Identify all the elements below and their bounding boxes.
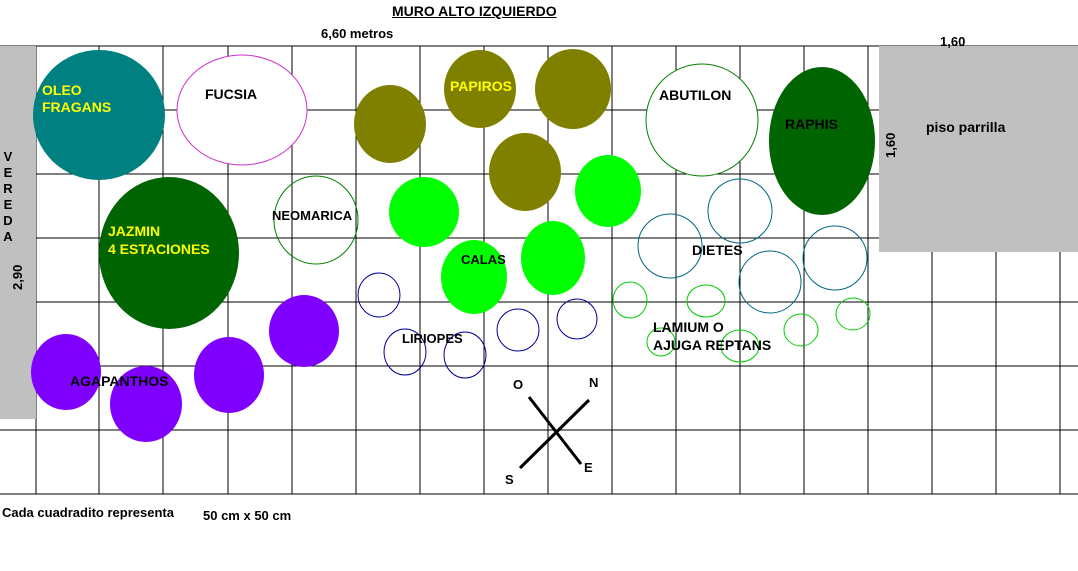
raphis-label: RAPHIS <box>785 116 838 132</box>
lamium-label: LAMIUM O AJUGA REPTANS <box>653 318 771 354</box>
vereda-letter: E <box>3 197 13 212</box>
right-dimension-top: 1,60 <box>940 34 966 49</box>
vereda-label: V E R E D A <box>2 149 14 245</box>
oleo-label-line: FRAGANS <box>42 99 112 115</box>
piso-parrilla-label: piso parrilla <box>926 119 1006 135</box>
page-title: MURO ALTO IZQUIERDO <box>392 3 557 19</box>
oleo-label: OLEO FRAGANS <box>42 82 111 116</box>
dietes-label: DIETES <box>692 242 743 258</box>
neomarica-plant <box>273 175 359 265</box>
papiros-plant <box>354 49 611 211</box>
vereda-letter: R <box>3 181 13 196</box>
raphis-plant <box>769 67 875 215</box>
lamium-plant <box>612 281 871 363</box>
fucsia-plant <box>176 54 308 166</box>
compass-o-label: O <box>513 377 524 392</box>
calas-label: CALAS <box>461 252 506 267</box>
vereda-letter: E <box>3 165 13 180</box>
vereda-strip <box>0 46 36 419</box>
calas-plant <box>389 155 641 314</box>
agapanthos-plant <box>31 295 339 442</box>
vereda-letter: D <box>3 213 13 228</box>
oleo-label-line: OLEO <box>42 82 82 98</box>
vereda-letter: V <box>3 149 13 164</box>
agapanthos-label: AGAPANTHOS <box>70 373 169 389</box>
jazmin-label-line: 4 ESTACIONES <box>108 241 210 257</box>
vereda-letter: A <box>3 229 13 244</box>
compass-n-label: N <box>589 375 599 390</box>
footer-scale: 50 cm x 50 cm <box>203 508 292 523</box>
width-label: 6,60 metros <box>321 26 394 41</box>
fucsia-label: FUCSIA <box>205 86 258 102</box>
neomarica-label: NEOMARICA <box>272 208 353 223</box>
abutilon-label: ABUTILON <box>659 87 732 103</box>
jazmin-plant <box>99 177 239 329</box>
jazmin-label: JAZMIN 4 ESTACIONES <box>108 222 210 258</box>
lamium-label-line: LAMIUM O <box>653 319 724 335</box>
right-dimension-side: 1,60 <box>883 132 898 158</box>
compass-icon <box>518 396 591 470</box>
left-dimension: 2,90 <box>10 264 25 290</box>
jazmin-label-line: JAZMIN <box>108 223 161 239</box>
liriopes-label: LIRIOPES <box>402 331 463 346</box>
piso-parrilla-block <box>879 46 1078 252</box>
compass-s-label: S <box>505 472 514 487</box>
abutilon-plant <box>645 63 759 177</box>
lamium-label-line: AJUGA REPTANS <box>653 337 772 353</box>
papiros-label: PAPIROS <box>450 78 512 94</box>
liriopes-plant <box>357 272 598 379</box>
compass-e-label: E <box>584 460 593 475</box>
oleo-fragans-plant <box>33 50 165 180</box>
dietes-plant <box>637 178 868 314</box>
footer-text: Cada cuadradito representa <box>2 505 174 520</box>
